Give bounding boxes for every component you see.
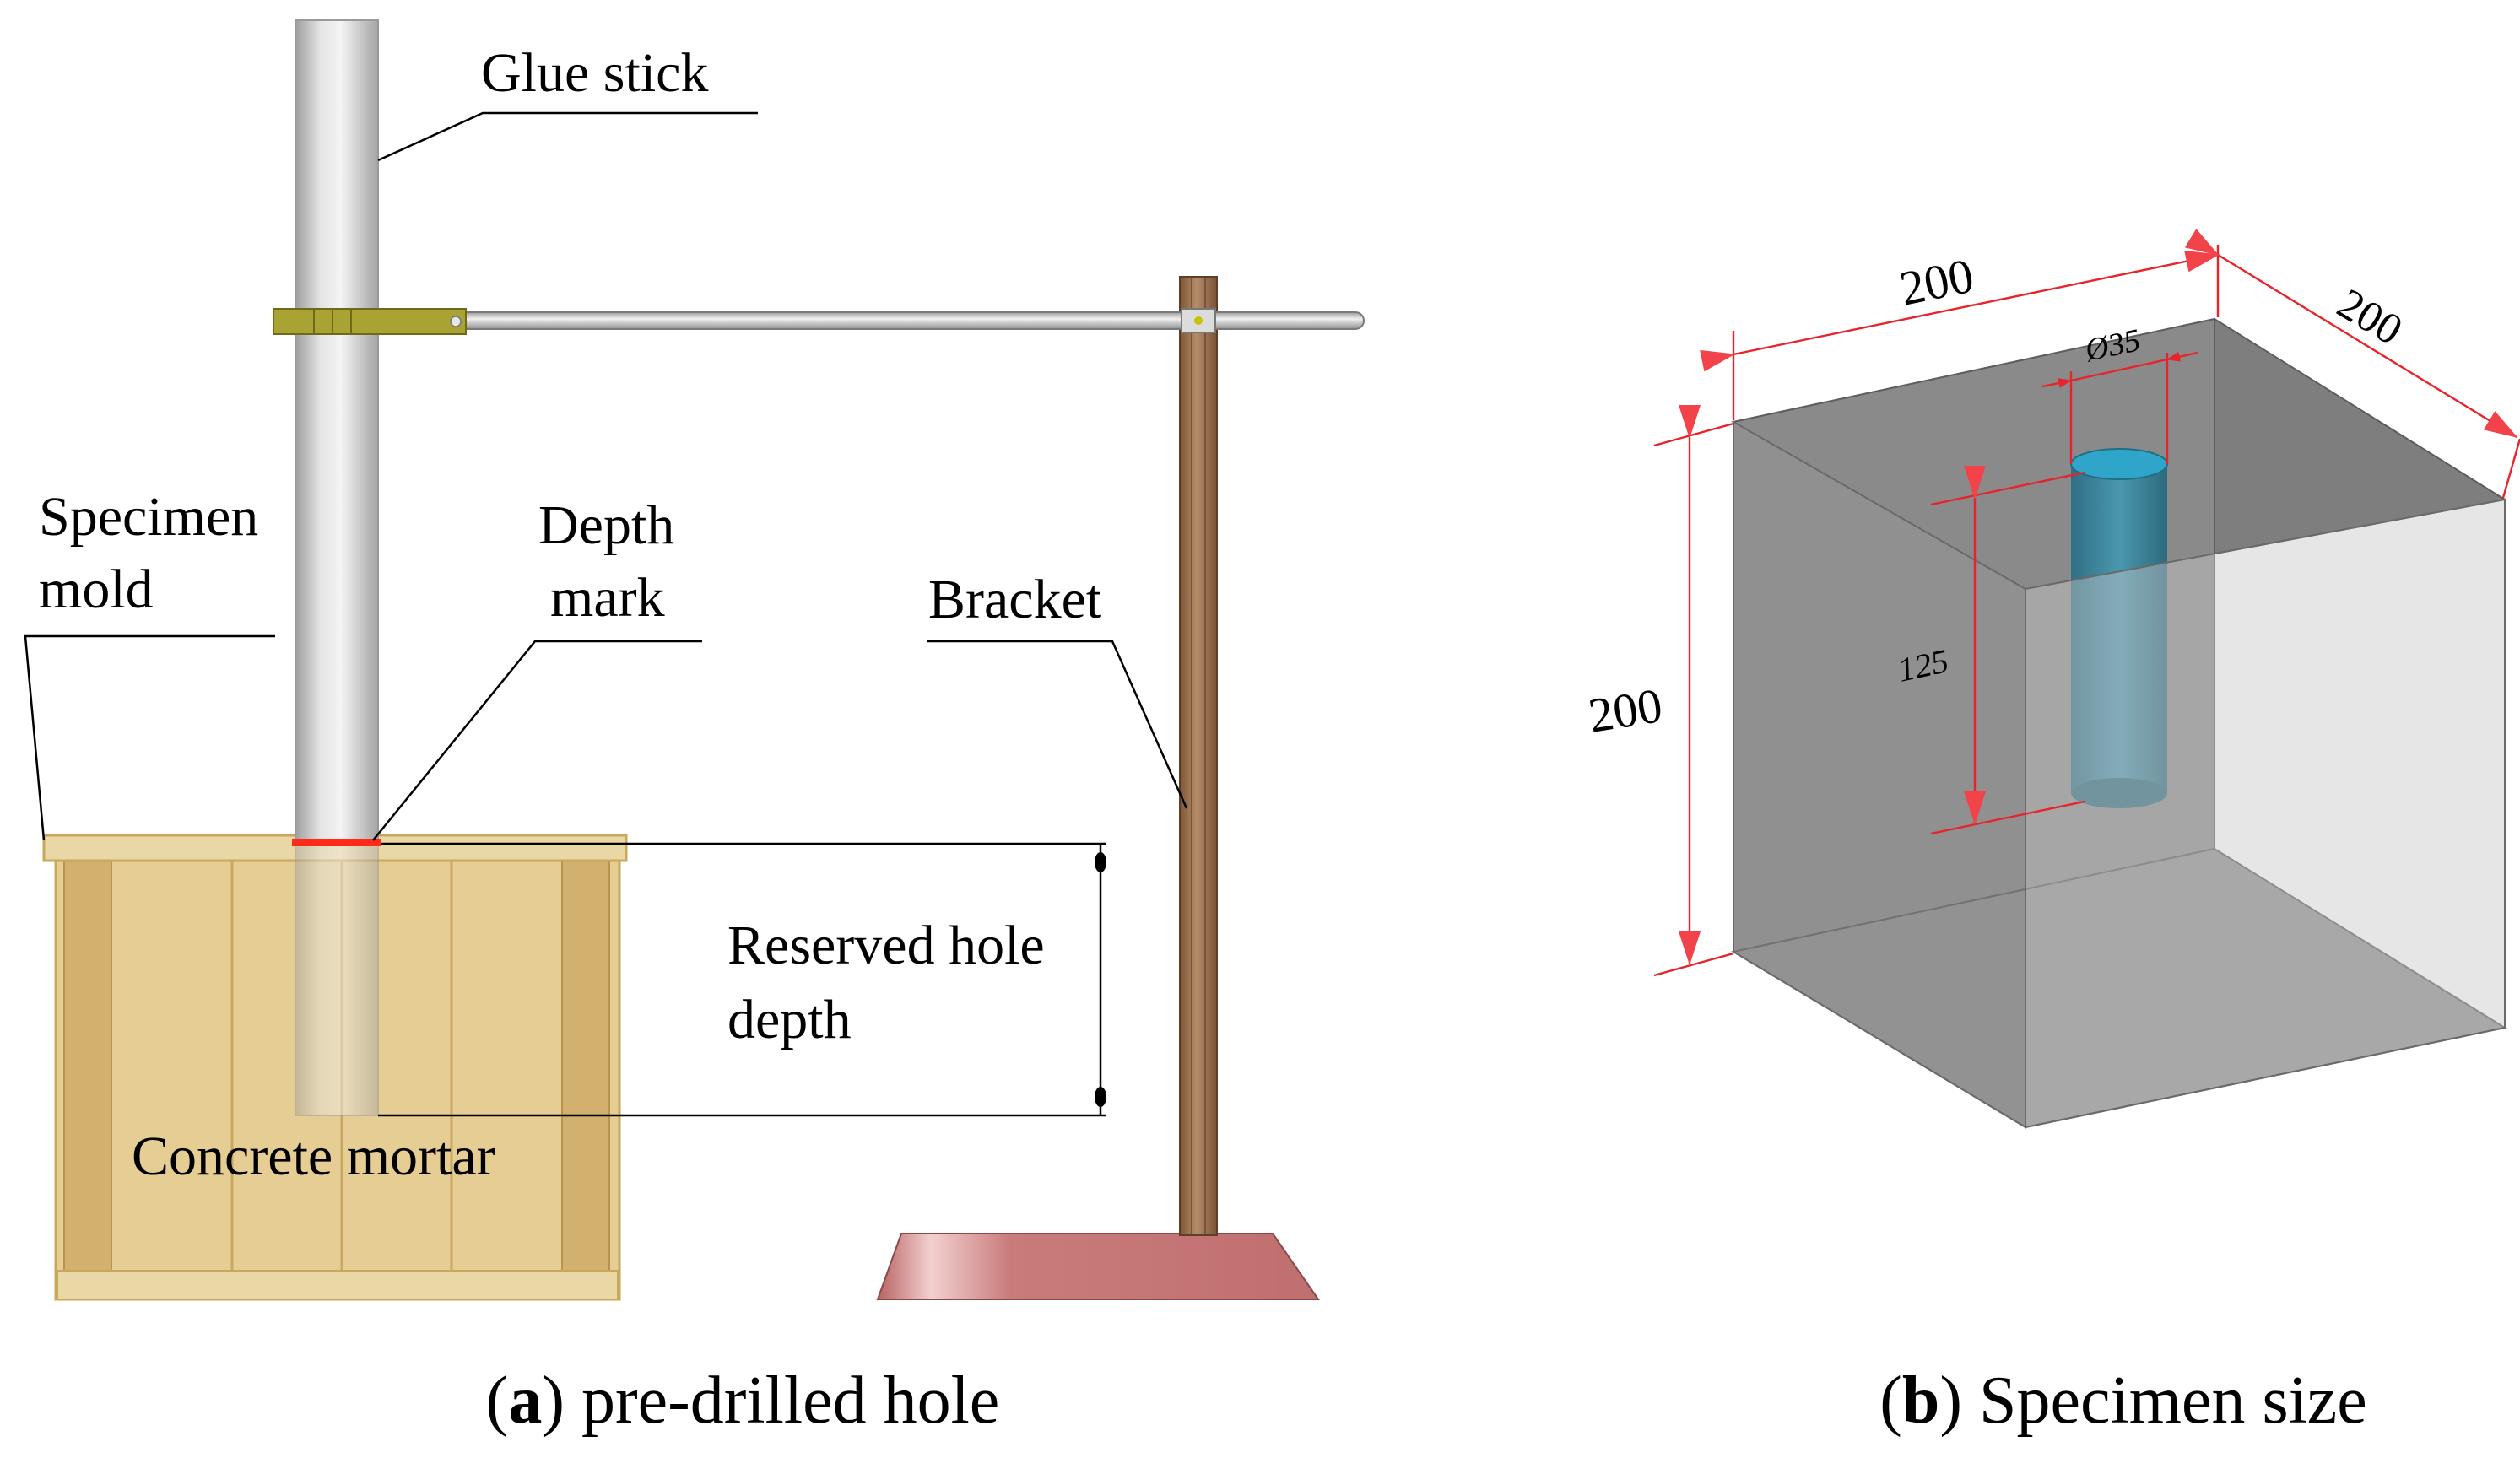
panel-b: 200 200 200 Ø35 125 — [1585, 229, 2520, 1438]
glue-stick-leader — [377, 111, 758, 162]
height-dimension: 200 — [1585, 405, 1734, 977]
bracket-leader — [927, 640, 1188, 809]
stick-clamp — [273, 308, 467, 335]
depth-dimension-text: 200 — [2329, 279, 2410, 354]
depth-mark-leader — [372, 640, 702, 841]
reserved-depth-dimension — [378, 842, 1106, 1117]
glue-stick-label: Glue stick — [481, 42, 708, 104]
cube-front-face — [2025, 498, 2506, 1129]
glue-stick — [295, 19, 379, 845]
panel-a: Glue stick Specimen mold Depth mark Brac… — [24, 19, 1365, 1438]
reserved-depth-label-line2: depth — [727, 989, 852, 1050]
post-clamp — [1181, 308, 1216, 333]
height-dimension-text: 200 — [1585, 678, 1666, 743]
depth-mark-label-line2: mark — [550, 567, 665, 629]
caption-b: (b) Specimen size — [1879, 1364, 2367, 1438]
bracket-label: Bracket — [928, 569, 1101, 630]
cube-left-face — [1733, 420, 2026, 1129]
concrete-mortar-label: Concrete mortar — [132, 1126, 495, 1187]
specimen-mold-label-line1: Specimen — [39, 486, 258, 548]
hole-depth-dimension: 125 — [1895, 466, 2085, 835]
caption-a: (a) pre-drilled hole — [486, 1364, 1000, 1438]
bracket-arm — [455, 311, 1365, 330]
specimen-mold — [42, 834, 628, 1301]
depth-mark — [292, 839, 381, 846]
bracket-base — [876, 1233, 1320, 1300]
hole-cylinder — [2070, 448, 2168, 808]
reserved-depth-label-line1: Reserved hole — [727, 915, 1045, 976]
specimen-mold-leader — [24, 634, 275, 841]
depth-mark-label-line1: Depth — [538, 494, 674, 556]
bracket-post — [1179, 276, 1218, 1236]
glue-stick-embedded — [295, 843, 379, 1116]
specimen-mold-label-line2: mold — [39, 559, 154, 620]
